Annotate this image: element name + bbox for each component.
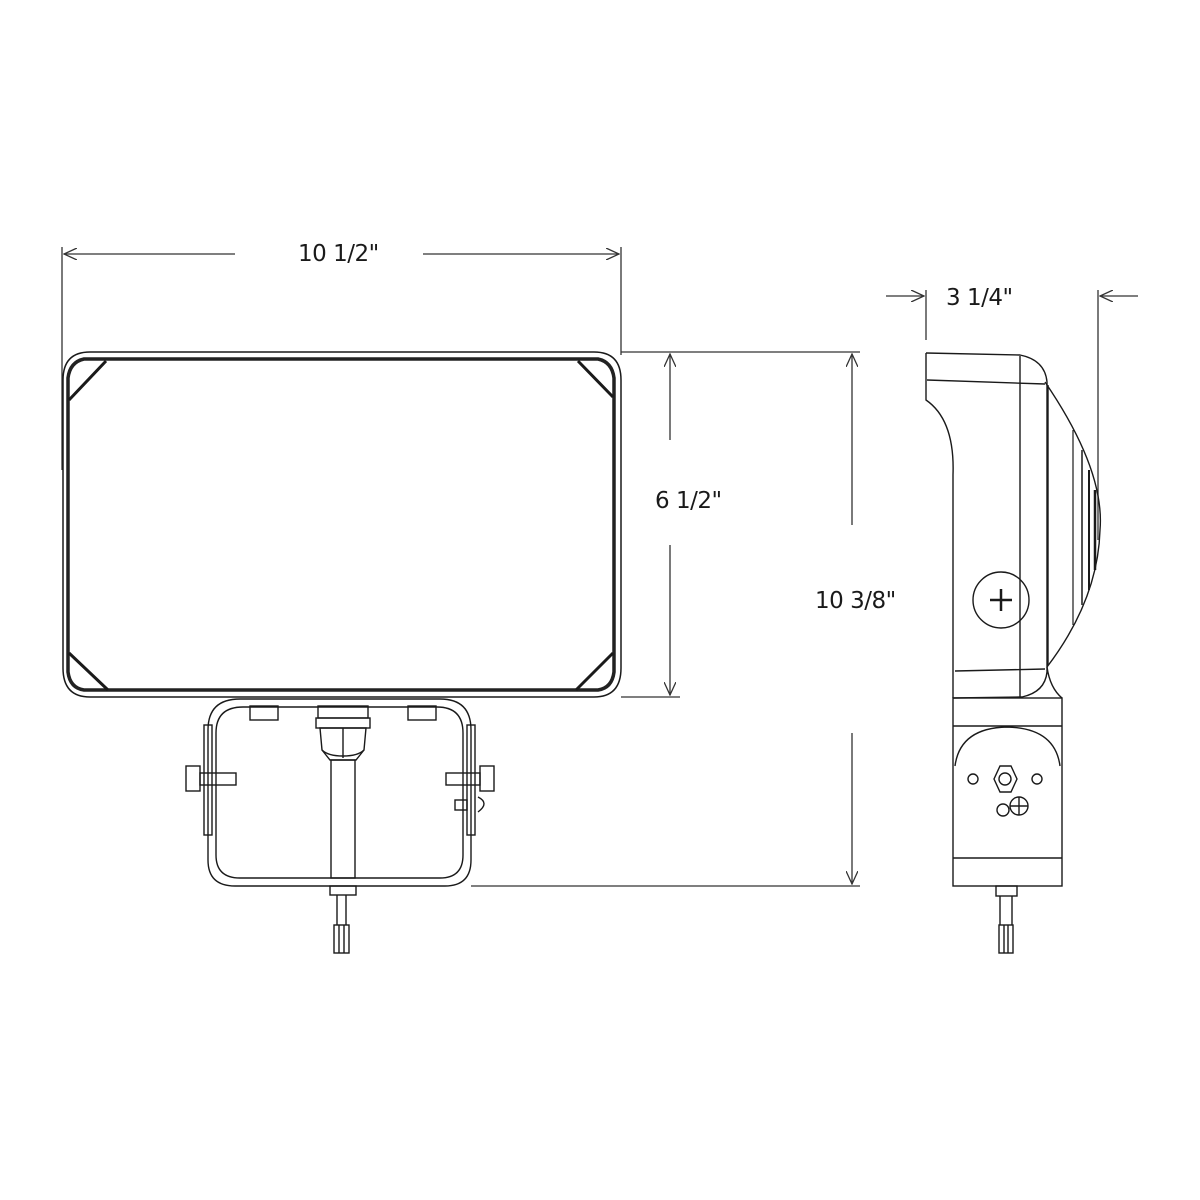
front-view bbox=[61, 247, 860, 954]
width-dimension-label: 10 1/2" bbox=[298, 241, 379, 267]
knuckle-mount bbox=[952, 666, 1063, 887]
side-housing bbox=[925, 352, 1048, 699]
depth-dimension-line bbox=[886, 290, 1138, 540]
head-height-dimension-label: 6 1/2" bbox=[655, 488, 722, 514]
power-leads bbox=[333, 924, 350, 954]
lens-dome bbox=[1044, 381, 1102, 668]
adjustment-screw bbox=[972, 571, 1030, 629]
overall-height-dimension-line bbox=[471, 354, 860, 887]
lamp-head bbox=[62, 351, 622, 698]
side-power-leads bbox=[995, 885, 1018, 954]
mounting-bracket bbox=[185, 698, 495, 887]
head-height-dimension-line bbox=[621, 351, 860, 698]
side-view bbox=[886, 290, 1138, 954]
overall-height-dimension-label: 10 3/8" bbox=[815, 588, 896, 614]
width-dimension-line bbox=[61, 247, 622, 470]
depth-dimension-label: 3 1/4" bbox=[946, 285, 1013, 311]
cable-gland bbox=[315, 705, 371, 954]
